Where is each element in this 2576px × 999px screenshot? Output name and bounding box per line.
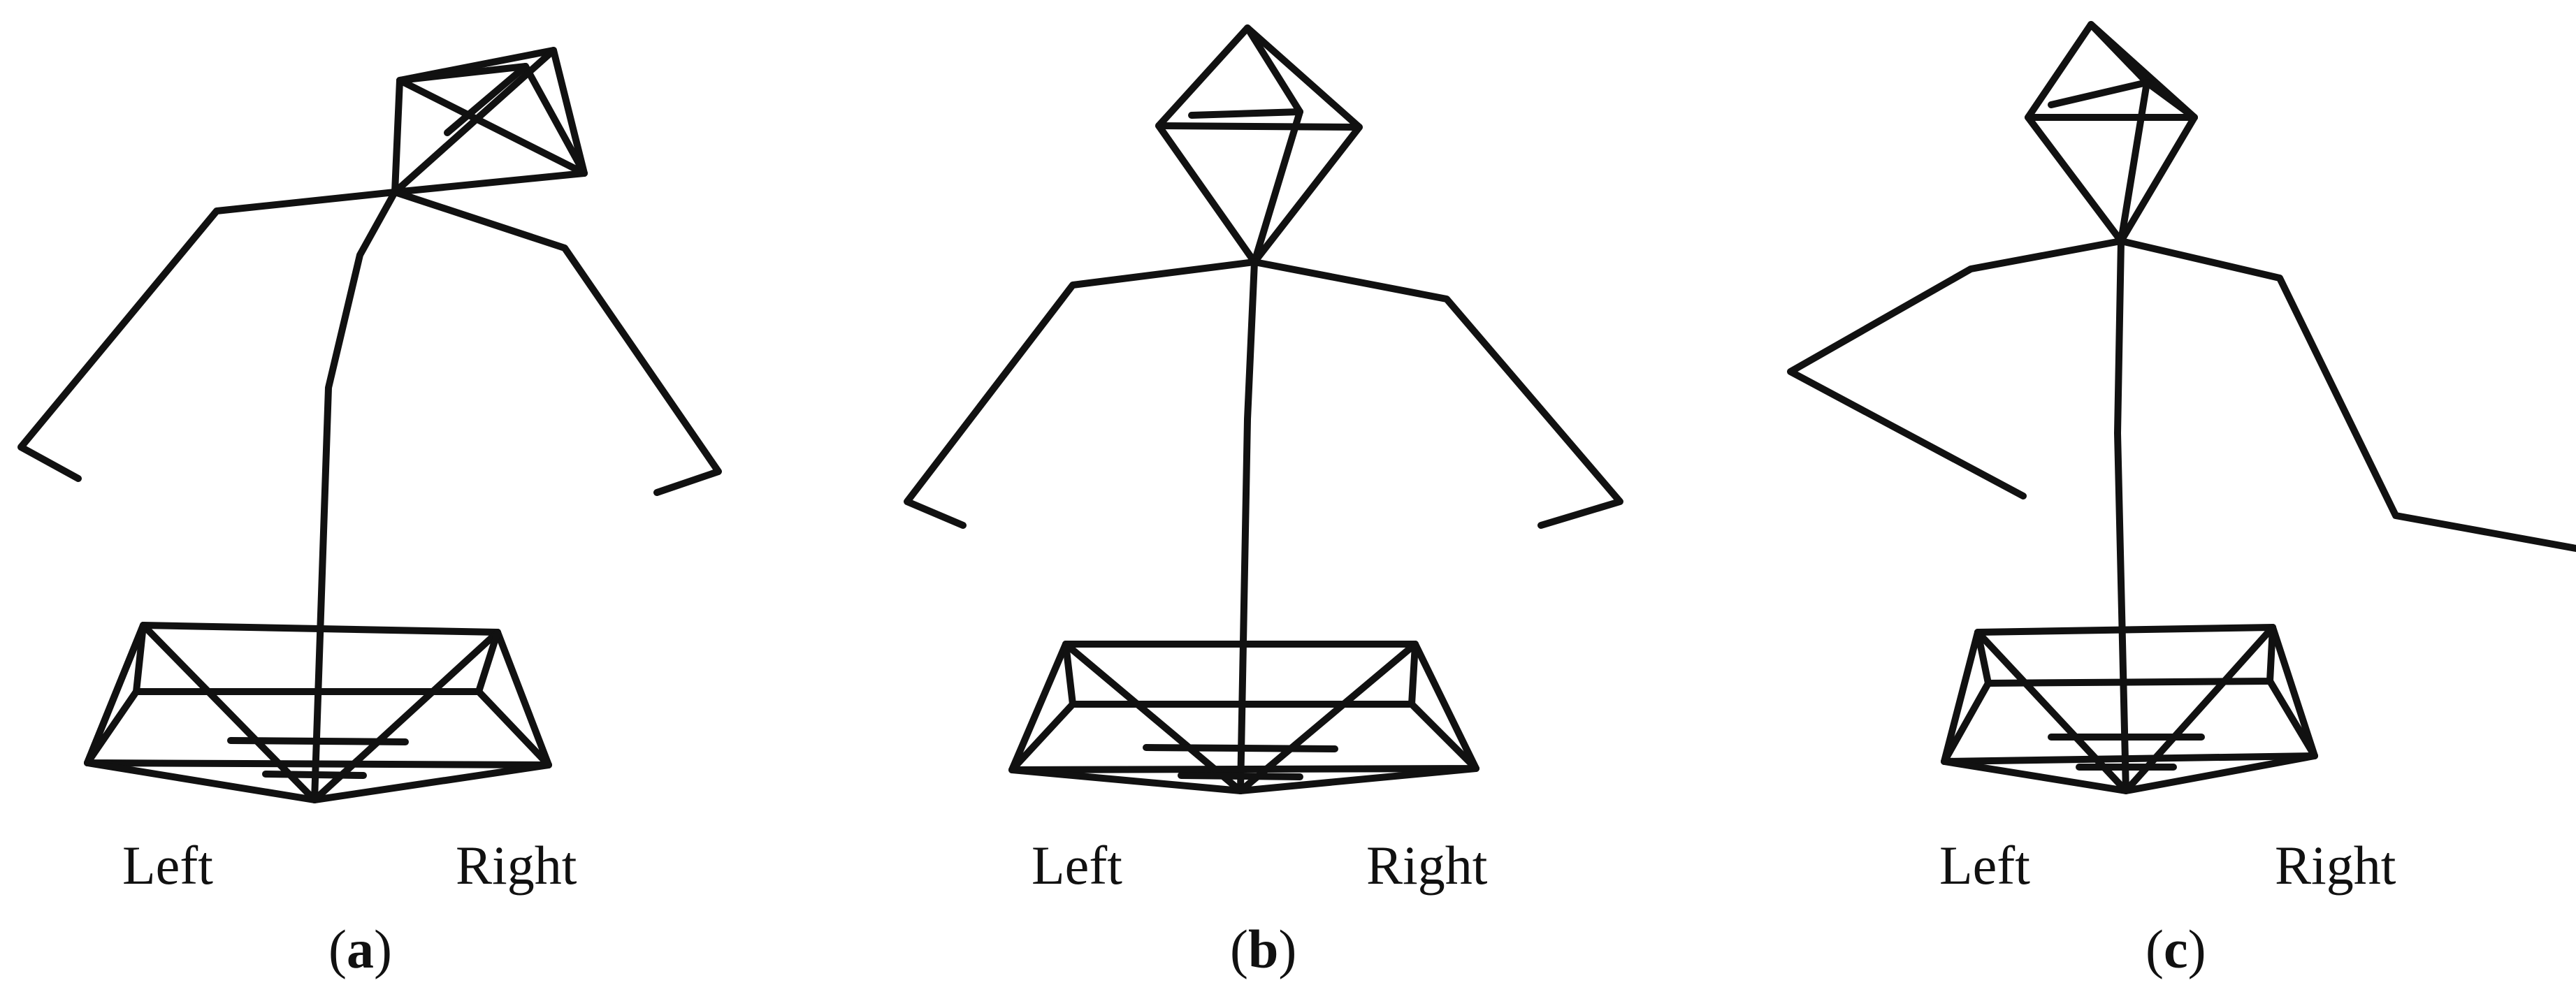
panel-c-left-label: Left — [1939, 835, 2030, 896]
skeleton-a-head — [391, 47, 588, 196]
panel-b-caption: (b) — [1230, 922, 1296, 977]
skeleton-c-limbs — [1787, 238, 2576, 794]
panel-b-caption-letter: b — [1247, 919, 1279, 979]
panel-a-caption-open: ( — [328, 919, 347, 979]
skeleton-b-limbs — [904, 258, 1623, 794]
skeleton-b-pelvis — [1008, 641, 1479, 794]
panel-a-caption-letter: a — [346, 919, 374, 979]
panel-b-caption-open: ( — [1230, 919, 1248, 979]
panel-a-caption: (a) — [328, 922, 392, 977]
panel-b-left-label: Left — [1032, 835, 1122, 896]
panel-c-caption-open: ( — [2146, 919, 2164, 979]
panel-c-right-label: Right — [2275, 835, 2396, 896]
panel-a-right-label: Right — [456, 835, 577, 896]
panel-b-right-label: Right — [1366, 835, 1488, 896]
panel-b-caption-close: ) — [1278, 919, 1297, 979]
panel-c-caption-letter: c — [2163, 919, 2188, 979]
panel-c-caption: (c) — [2146, 922, 2206, 977]
skeleton-c-pelvis — [1941, 624, 2318, 794]
skeleton-a-pelvis — [84, 622, 552, 803]
skeleton-c-head — [2025, 21, 2198, 245]
panel-c-caption-close: ) — [2187, 919, 2206, 979]
panel-a-caption-close: ) — [373, 919, 392, 979]
panel-a-left-label: Left — [122, 835, 213, 896]
skeleton-a-limbs — [17, 189, 722, 803]
skeleton-b-head — [1155, 24, 1363, 265]
